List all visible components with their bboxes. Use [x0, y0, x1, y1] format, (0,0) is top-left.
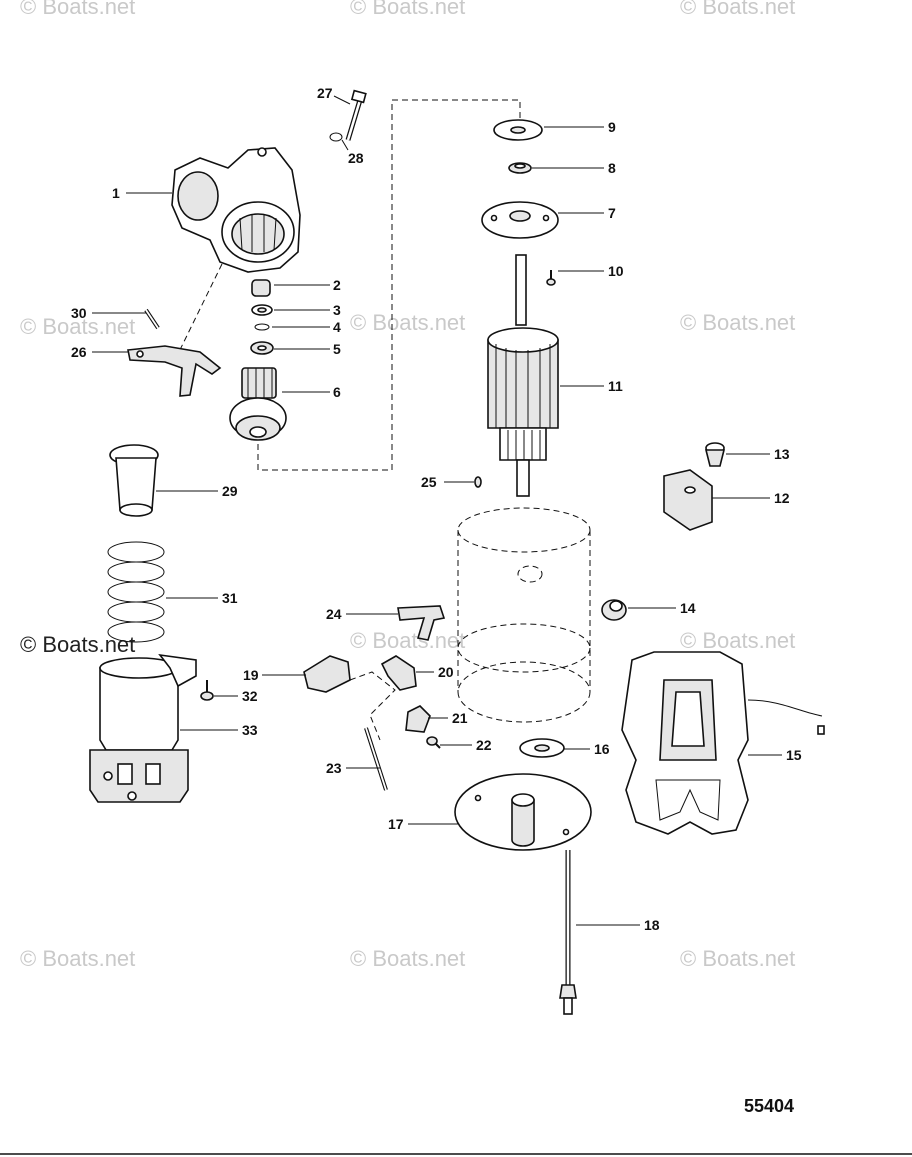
part-screw — [426, 736, 441, 749]
callout-18: 18 — [644, 917, 660, 933]
assembly-path — [174, 263, 223, 361]
part-through-bolt — [559, 850, 577, 1015]
leader-lines — [92, 95, 782, 926]
callout-31: 31 — [222, 590, 238, 606]
part-end-cap — [454, 773, 592, 851]
callout-28: 28 — [348, 150, 364, 166]
watermark: © Boats.net — [20, 632, 135, 657]
part-bolt — [345, 89, 367, 141]
part-plug — [704, 442, 726, 467]
callout-16: 16 — [594, 741, 610, 757]
watermark: © Boats.net — [680, 310, 795, 335]
part-screw — [200, 680, 214, 701]
watermark: © Boats.net — [350, 628, 465, 653]
callout-23: 23 — [326, 760, 342, 776]
part-screw — [546, 270, 556, 286]
callout-8: 8 — [608, 160, 616, 176]
part-armature — [487, 254, 559, 497]
part-shift-lever — [127, 345, 222, 397]
callout-12: 12 — [774, 490, 790, 506]
part-drive-housing — [171, 147, 301, 273]
callout-1: 1 — [112, 185, 120, 201]
callout-11: 11 — [608, 378, 623, 394]
callout-24: 24 — [326, 606, 342, 622]
part-thrust-collar — [250, 341, 274, 355]
part-bracket — [397, 605, 446, 641]
part-brush — [405, 705, 431, 733]
watermark: © Boats.net — [680, 0, 795, 19]
watermark: © Boats.net — [680, 628, 795, 653]
watermark: © Boats.net — [20, 0, 135, 19]
part-sleeve — [251, 279, 271, 297]
callout-10: 10 — [608, 263, 624, 279]
callout-6: 6 — [333, 384, 341, 400]
part-thrust-washer — [493, 119, 543, 141]
callout-20: 20 — [438, 664, 454, 680]
callout-25: 25 — [421, 474, 437, 490]
callout-14: 14 — [680, 600, 696, 616]
part-washer — [519, 738, 565, 758]
callouts: 1 2 3 4 5 6 7 8 9 10 11 12 13 14 15 16 1… — [71, 85, 802, 933]
part-spring — [107, 541, 165, 643]
drawing-number: 55404 — [744, 1096, 794, 1116]
part-small-pin — [474, 476, 482, 488]
callout-22: 22 — [476, 737, 492, 753]
callout-21: 21 — [452, 710, 468, 726]
part-solenoid — [89, 653, 197, 803]
watermark: © Boats.net — [350, 946, 465, 971]
part-bearing — [508, 162, 532, 174]
callout-5: 5 — [333, 341, 341, 357]
part-grommet — [601, 599, 627, 621]
callout-19: 19 — [243, 667, 259, 683]
watermark: © Boats.net — [20, 946, 135, 971]
callout-26: 26 — [71, 344, 87, 360]
part-long-pin — [364, 727, 388, 791]
watermark: © Boats.net — [20, 314, 135, 339]
watermark: © Boats.net — [350, 310, 465, 335]
callout-17: 17 — [388, 816, 404, 832]
part-field-frame-outline — [457, 507, 591, 723]
part-brush-spring — [380, 655, 417, 691]
callout-33: 33 — [242, 722, 258, 738]
part-drive-assembly — [229, 367, 287, 441]
watermarks: © Boats.net © Boats.net © Boats.net © Bo… — [20, 0, 795, 971]
callout-4: 4 — [333, 319, 341, 335]
part-snap-ring — [254, 323, 270, 331]
watermark: © Boats.net — [680, 946, 795, 971]
part-brush-holder — [303, 655, 351, 693]
callout-29: 29 — [222, 483, 238, 499]
assembly-path — [349, 671, 396, 741]
part-collar — [251, 304, 273, 316]
callout-30: 30 — [71, 305, 87, 321]
part-insulator — [663, 469, 713, 531]
callout-13: 13 — [774, 446, 790, 462]
callout-7: 7 — [608, 205, 616, 221]
callout-27: 27 — [317, 85, 333, 101]
part-pin — [144, 308, 160, 330]
part-end-plate — [481, 201, 559, 239]
watermark: © Boats.net — [350, 0, 465, 19]
callout-2: 2 — [333, 277, 341, 293]
part-bushing — [109, 444, 159, 517]
callout-9: 9 — [608, 119, 616, 135]
assembly-path — [257, 99, 521, 471]
part-field-coil-boot — [621, 651, 825, 835]
part-lock-ring — [329, 132, 343, 142]
callout-32: 32 — [242, 688, 258, 704]
callout-3: 3 — [333, 302, 341, 318]
callout-15: 15 — [786, 747, 802, 763]
